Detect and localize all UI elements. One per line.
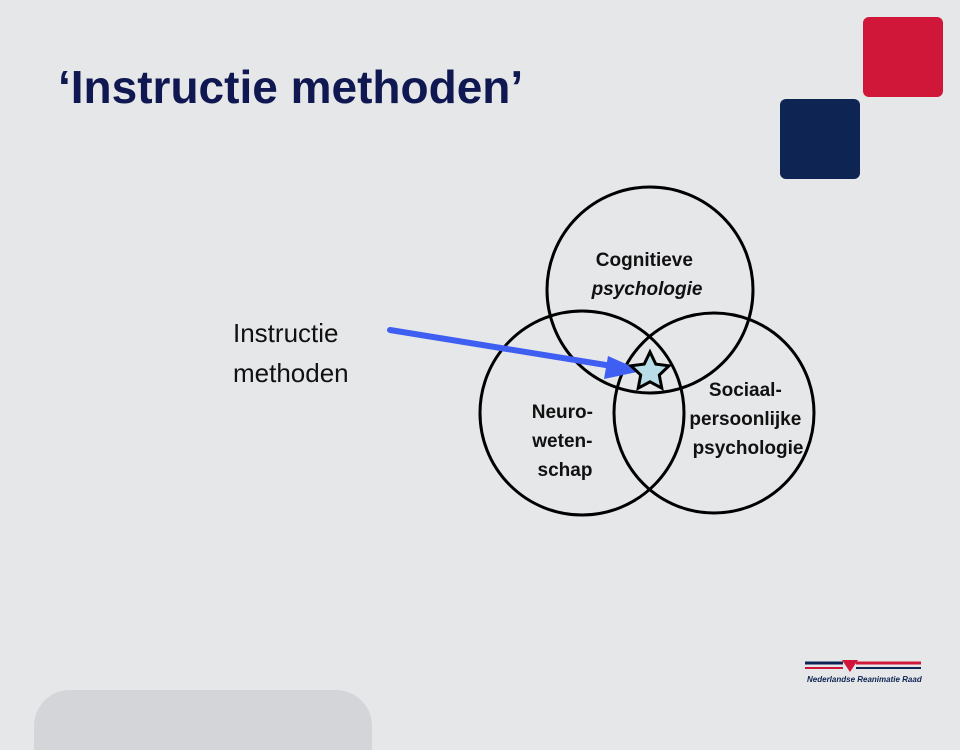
pointer-arrow-shaft (387, 327, 615, 369)
social-line-3: psychologie (693, 438, 804, 459)
pointer-label: Instructie methoden (233, 318, 349, 388)
logo-text: Nederlandse Reanimatie Raad (807, 675, 923, 684)
neuro-line-1: Neuro- (532, 402, 593, 423)
nrr-logo: Nederlandse Reanimatie Raad (805, 660, 923, 684)
circle-neuroscience (478, 309, 686, 517)
cognitive-line-2: psychologie (591, 279, 703, 300)
circle-cognitive-psychology (545, 185, 755, 395)
social-line-1: Sociaal- (709, 380, 782, 401)
decorative-red-square (863, 17, 943, 97)
slide-title: ‘Instructie methoden’ (58, 61, 524, 113)
circle-label-cognitive: Cognitieve psychologie (591, 250, 703, 300)
circle-label-social: Sociaal- persoonlijke psychologie (689, 380, 806, 459)
social-line-2: persoonlijke (689, 409, 801, 430)
pointer-label-line-2: methoden (233, 358, 349, 388)
cognitive-line-1: Cognitieve (596, 250, 693, 271)
bottom-tab-shape (34, 690, 372, 750)
pointer-arrow-head (604, 356, 642, 379)
circle-label-neuro: Neuro- weten- schap (531, 402, 598, 481)
pointer-label-line-1: Instructie (233, 318, 339, 348)
neuro-line-2: weten- (531, 431, 592, 452)
decorative-navy-square (780, 99, 860, 179)
circle-social-psychology (612, 311, 816, 515)
venn-diagram: Instructie methoden Cognitieve psycholog… (233, 185, 923, 684)
star-icon (627, 348, 673, 392)
neuro-line-3: schap (538, 460, 593, 481)
